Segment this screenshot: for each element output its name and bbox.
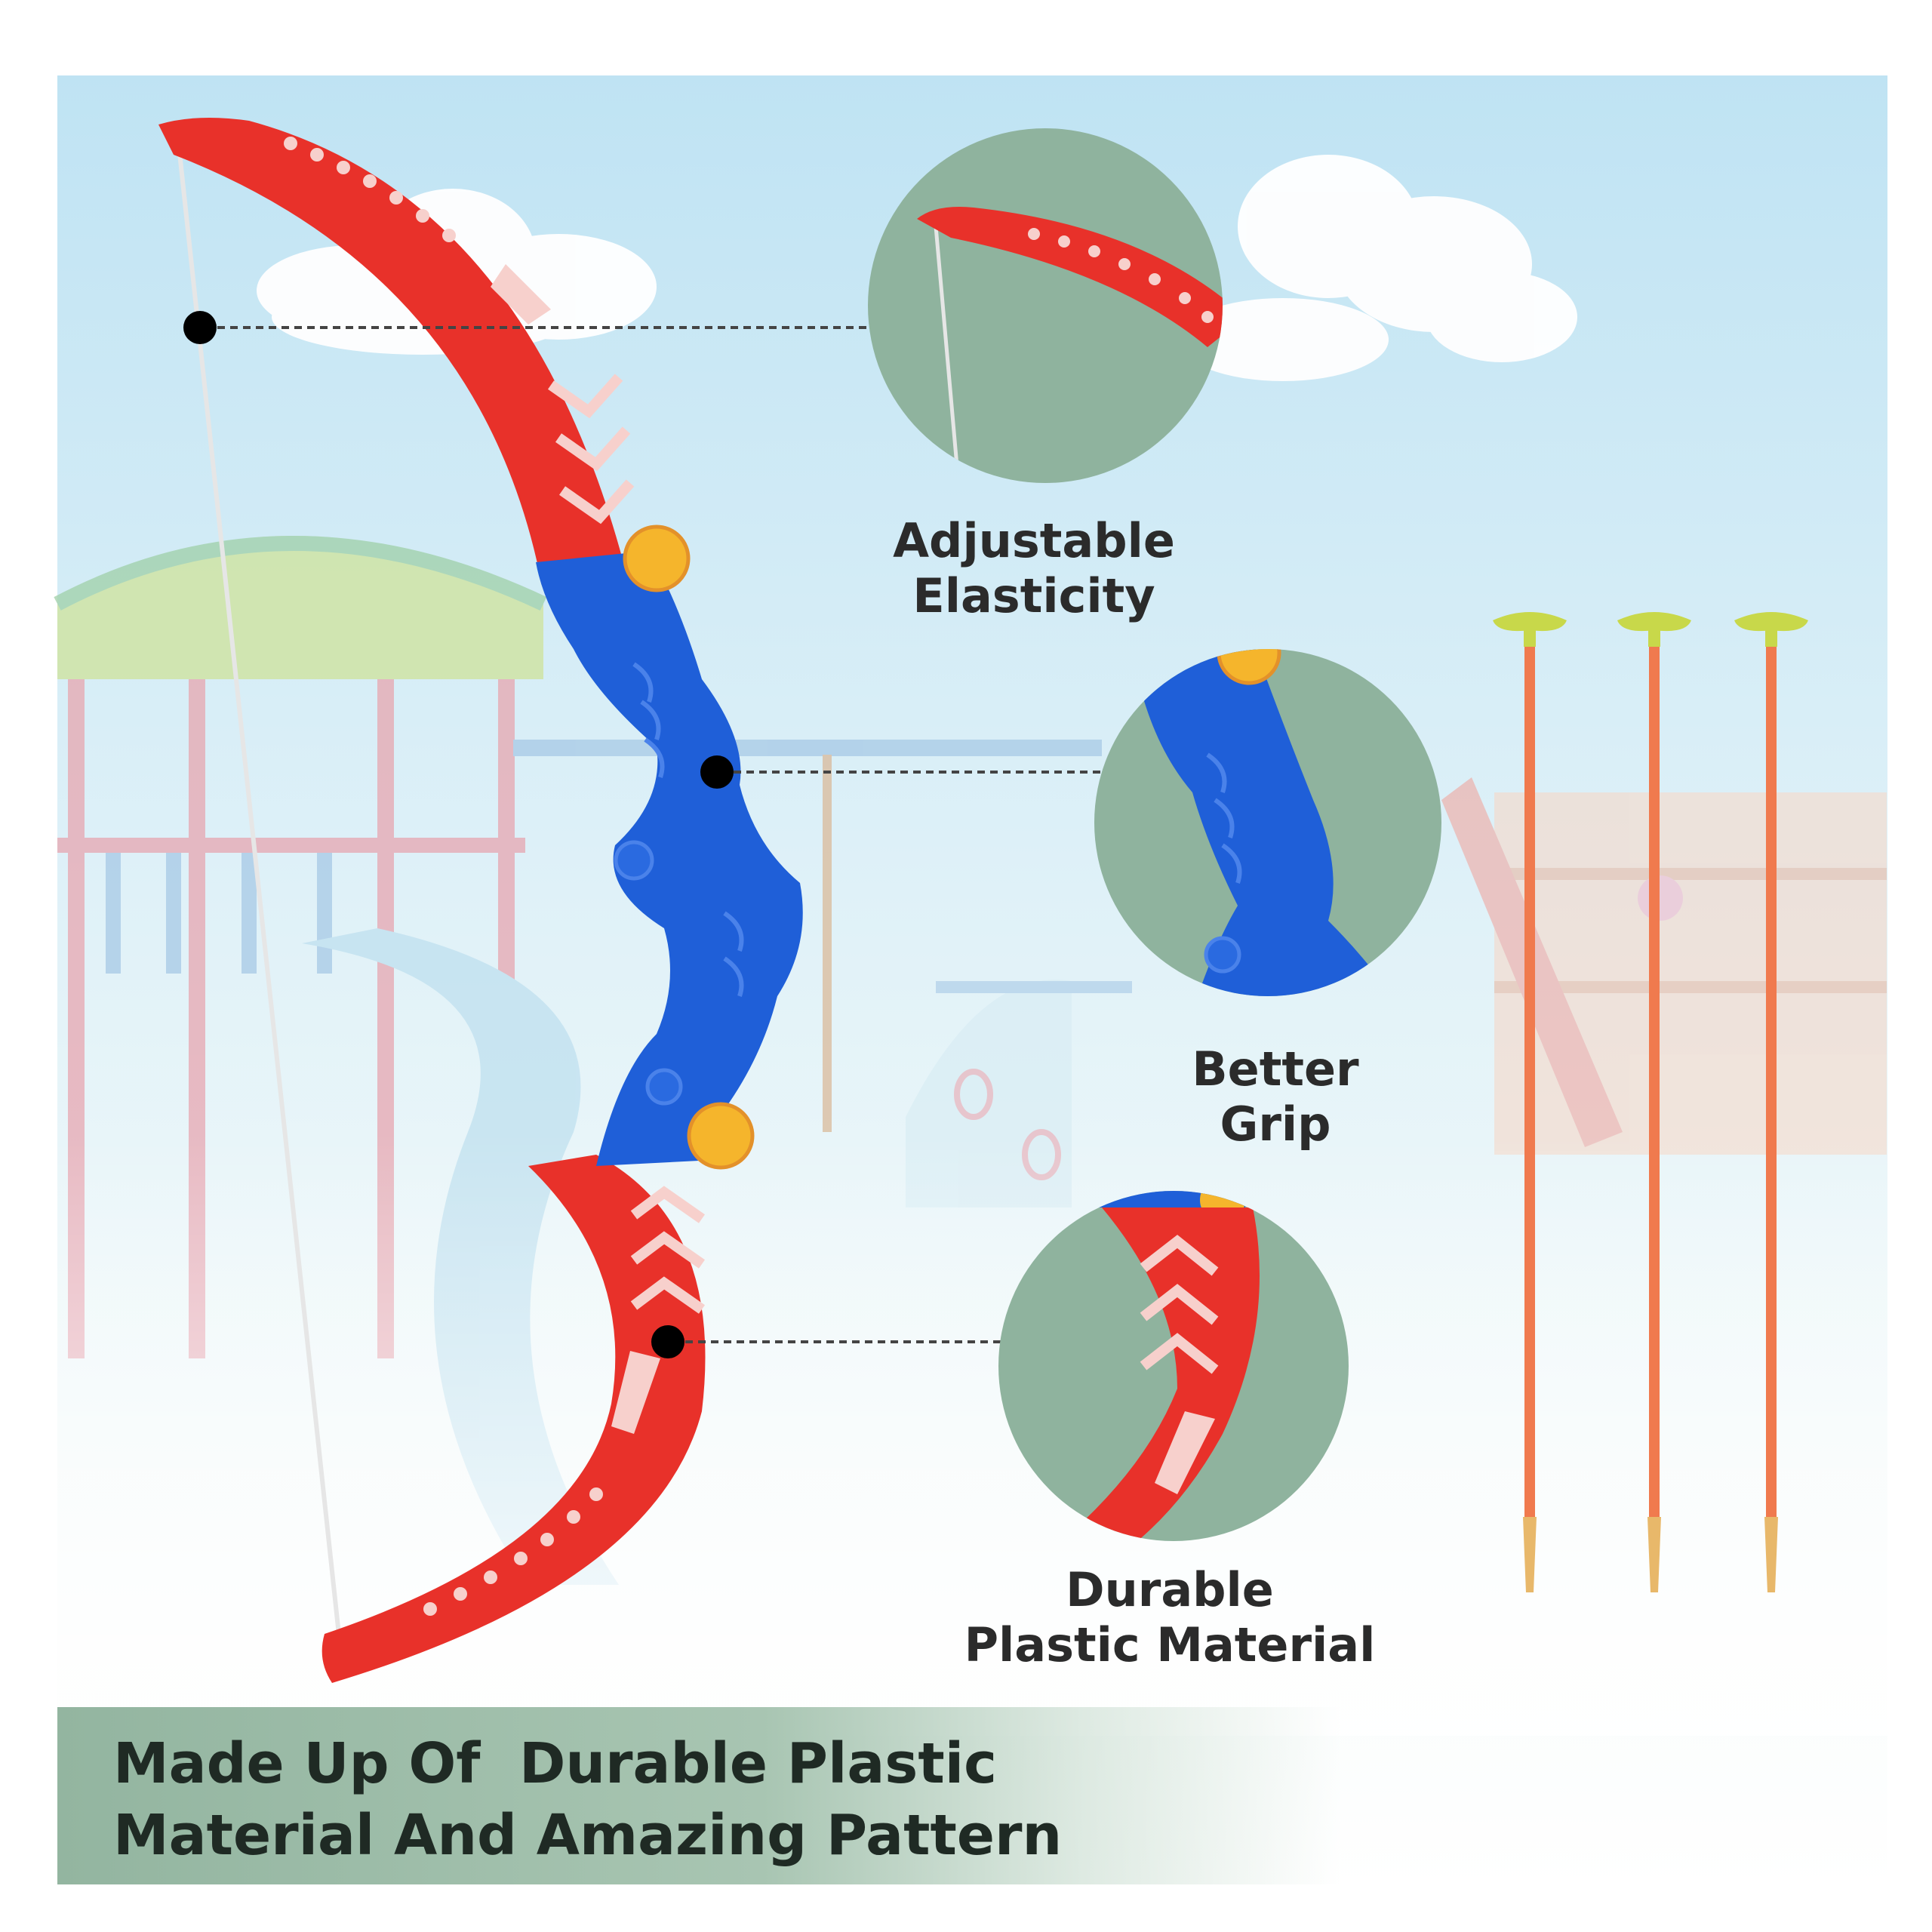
callout-label-grip-line2: Grip (1220, 1097, 1331, 1152)
callout-label-material: Durable Plastic Material (891, 1562, 1449, 1672)
caption-text: Made Up Of Durable Plastic Material And … (113, 1728, 1245, 1871)
caption-line1: Made Up Of Durable Plastic (113, 1731, 997, 1796)
callout-label-elasticity-line2: Elasticity (912, 568, 1155, 624)
caption-banner (57, 1707, 1340, 1884)
zoom-circle-elasticity (868, 128, 1223, 483)
callout-label-material-line1: Durable (1066, 1562, 1274, 1617)
callout-label-grip: Better Grip (1132, 1041, 1419, 1152)
callout-dot-grip (700, 755, 734, 789)
suction-arrows (1493, 612, 1808, 1592)
lower-knob (687, 1102, 755, 1170)
callout-label-elasticity-line1: Adjustable (893, 513, 1175, 568)
callout-dot-elasticity (183, 311, 217, 344)
bow-upper-limb (158, 118, 626, 574)
callout-label-grip-line1: Better (1192, 1041, 1359, 1097)
bow-string (175, 131, 342, 1642)
bow (158, 118, 803, 1683)
arrow-2 (1617, 612, 1691, 1592)
arrow-1 (1493, 612, 1567, 1592)
bow-lower-limb (321, 1155, 706, 1683)
callout-label-material-line2: Plastic Material (964, 1617, 1376, 1673)
caption-line2: Material And Amazing Pattern (113, 1802, 1063, 1868)
upper-knob (623, 525, 691, 592)
callout-label-elasticity: Adjustable Elasticity (838, 513, 1230, 623)
cloud-right (1177, 155, 1577, 381)
callout-dot-material (651, 1325, 685, 1358)
arrow-3 (1734, 612, 1808, 1592)
bow-grip (536, 551, 803, 1166)
zoom-circle-grip (1094, 649, 1441, 996)
